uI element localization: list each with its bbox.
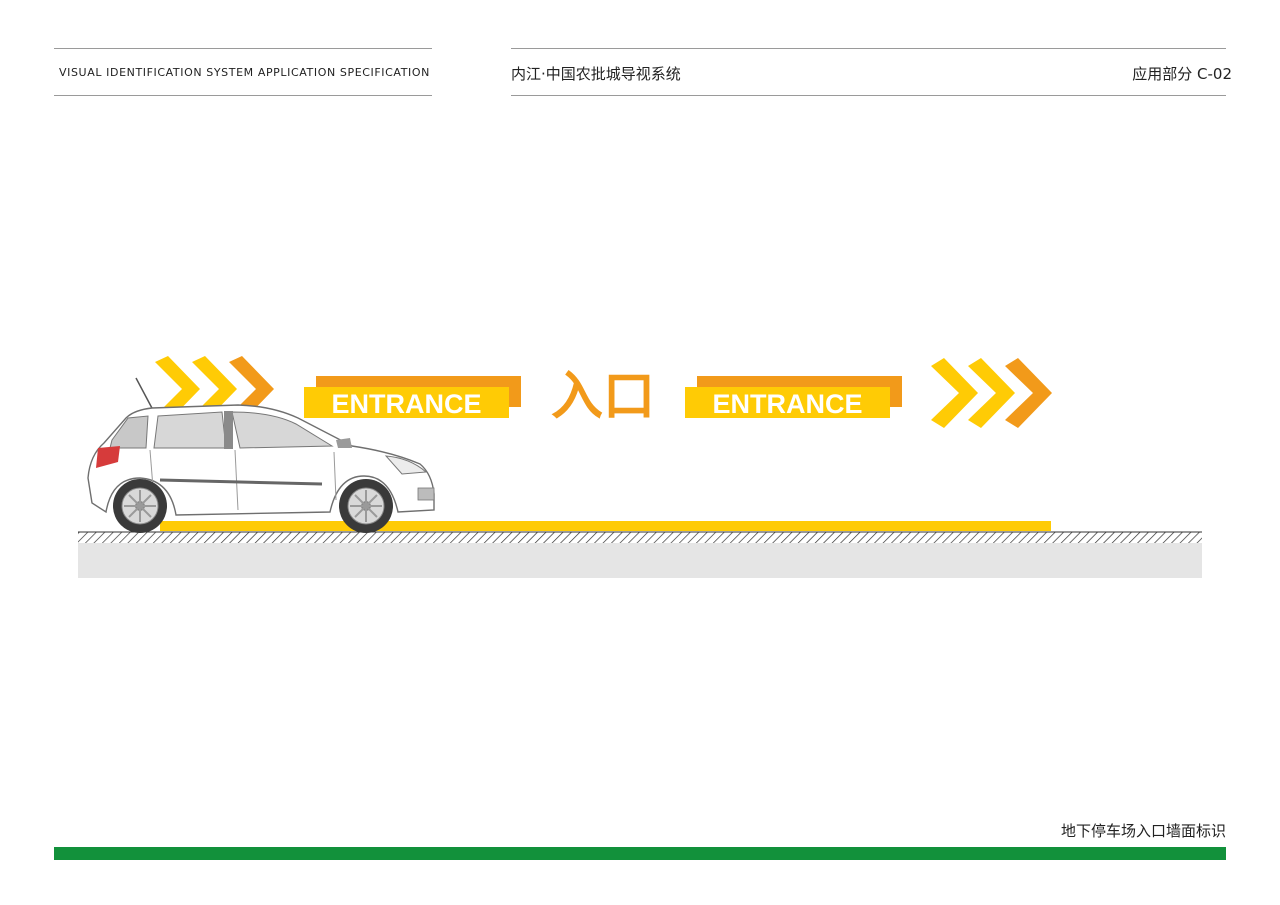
- entrance-main-label: 入口: [551, 367, 655, 427]
- entrance-label-right: ENTRANCE: [712, 389, 862, 419]
- chevron-right-icon: [931, 358, 1052, 428]
- car-icon: [87, 377, 435, 533]
- wall-base-stripe: [160, 521, 1051, 531]
- footer-color-bar: [54, 847, 1226, 860]
- ground-hatch: [78, 532, 1202, 543]
- caption-text: 地下停车场入口墙面标识: [1060, 822, 1226, 840]
- entrance-plate-right: ENTRANCE: [685, 376, 902, 419]
- header-rule-right-bottom: [511, 95, 1226, 96]
- header-rule-left-bottom: [54, 95, 432, 96]
- header-left-label: VISUAL IDENTIFICATION SYSTEM APPLICATION…: [59, 66, 430, 79]
- ground-slab: [78, 543, 1202, 578]
- page-title: 内江·中国农批城导视系统: [511, 65, 681, 83]
- entrance-label-left: ENTRANCE: [331, 389, 481, 419]
- entrance-plate-left: ENTRANCE: [304, 376, 521, 419]
- header-rule-right-top: [511, 48, 1226, 49]
- section-number: 应用部分 C-02: [1132, 65, 1232, 83]
- header-rule-left-top: [54, 48, 432, 49]
